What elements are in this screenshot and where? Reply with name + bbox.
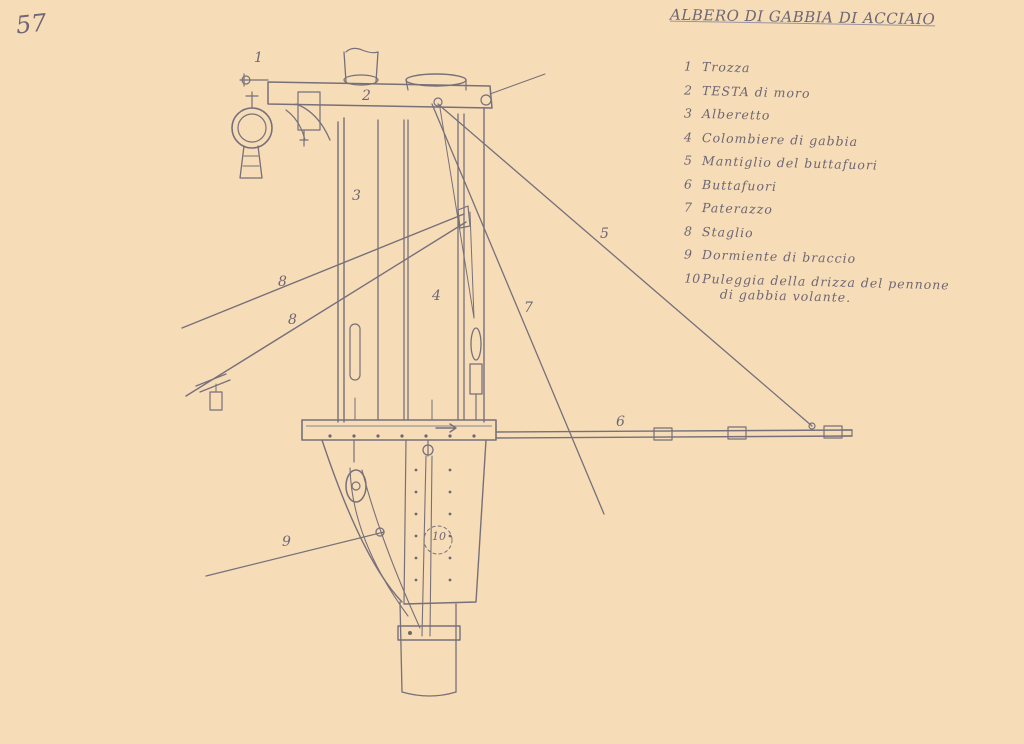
mast-body (337, 107, 485, 423)
callout-8-upper: 8 (278, 274, 287, 290)
callout-5: 5 (600, 226, 609, 242)
callout-3: 3 (352, 188, 361, 204)
callout-10: 10 (432, 530, 446, 543)
callout-2: 2 (362, 88, 371, 104)
callout-1: 1 (254, 50, 263, 66)
dormiente-line (205, 531, 385, 577)
page-number: 57 (14, 8, 48, 40)
stay-to-turnbuckle (439, 107, 475, 319)
mast-cap (239, 73, 546, 147)
staglio-fitting (195, 373, 231, 411)
topmast-stub (343, 47, 379, 86)
mantiglio-line (437, 103, 813, 427)
callout-9: 9 (282, 534, 291, 550)
platform-holes (328, 434, 476, 438)
lower-mast (321, 439, 487, 697)
callout-6: 6 (616, 414, 625, 430)
crosstree-platform (301, 419, 497, 441)
turnbuckle (469, 327, 483, 421)
staglio-lower (185, 221, 467, 397)
sheave-blocks (345, 439, 434, 637)
callout-4: 4 (432, 288, 441, 304)
lower-mast-holes (414, 468, 452, 582)
staglio-upper (181, 213, 465, 329)
callout-7: 7 (524, 300, 533, 316)
stay-band (457, 205, 471, 229)
paterazzo-line (431, 103, 605, 515)
buttafuori-boom (495, 422, 853, 441)
callout-8-lower: 8 (288, 312, 297, 328)
trozza-clamp (231, 91, 273, 179)
